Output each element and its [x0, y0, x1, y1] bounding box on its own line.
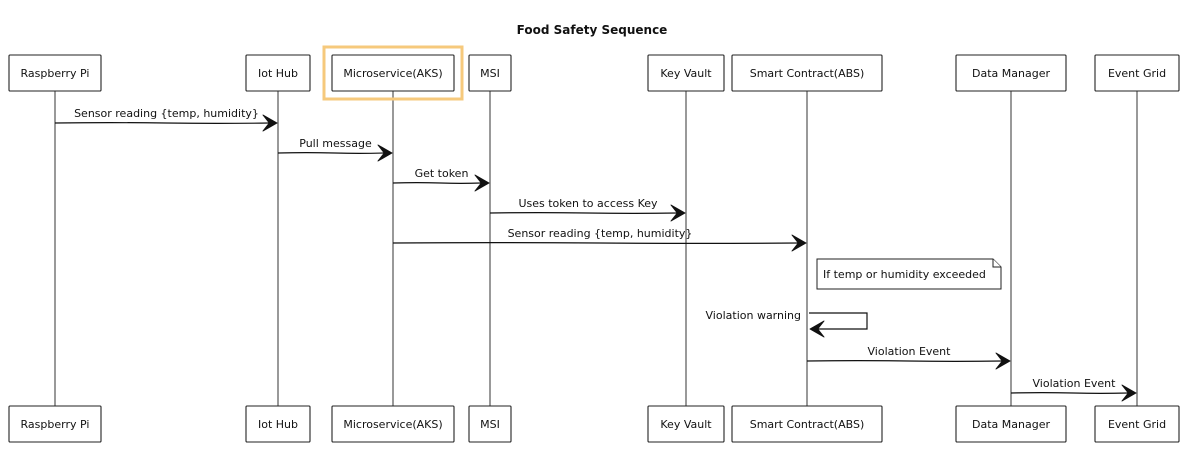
- message: Violation Event: [806, 345, 1011, 370]
- participant-msi-top: MSI: [468, 54, 512, 92]
- participant-label: Iot Hub: [258, 418, 298, 431]
- participant-dm-bottom: Data Manager: [955, 405, 1067, 443]
- participant-box: [955, 54, 1067, 92]
- note-fold: [992, 259, 1001, 268]
- note-box: [816, 258, 1002, 290]
- arrowhead: [262, 114, 278, 132]
- participant-label: Smart Contract(ABS): [750, 418, 865, 431]
- message: Violation warning: [706, 309, 868, 338]
- note: If temp or humidity exceeded: [816, 258, 1002, 290]
- participant-label: Microservice(AKS): [343, 67, 442, 80]
- participant-dm-top: Data Manager: [955, 54, 1067, 92]
- participant-sc-bottom: Smart Contract(ABS): [731, 405, 883, 443]
- participant-box: [8, 405, 102, 443]
- participant-box: [731, 405, 883, 443]
- message-line: [392, 241, 799, 245]
- message-line: [809, 312, 868, 330]
- participant-label: Data Manager: [972, 67, 1050, 80]
- participant-box: [468, 405, 512, 443]
- participant-rpi-bottom: Raspberry Pi: [8, 405, 102, 443]
- message: Pull message: [277, 137, 393, 162]
- participant-eg-bottom: Event Grid: [1094, 405, 1180, 443]
- message-line: [1010, 391, 1129, 395]
- participant-label: Smart Contract(ABS): [750, 67, 865, 80]
- participant-label: Raspberry Pi: [21, 67, 90, 80]
- message: Uses token to access Key: [489, 197, 686, 222]
- participant-box: [731, 54, 883, 92]
- participant-label: Microservice(AKS): [343, 418, 442, 431]
- message: Violation Event: [1010, 377, 1137, 402]
- message-line: [489, 211, 678, 215]
- arrowhead: [377, 144, 393, 162]
- participant-micro-top: Microservice(AKS): [331, 54, 455, 92]
- participant-label: MSI: [480, 418, 500, 431]
- participant-msi-bottom: MSI: [468, 405, 512, 443]
- message-line: [54, 121, 270, 125]
- arrowhead: [1121, 384, 1137, 402]
- arrowhead: [670, 204, 686, 222]
- participant-label: Key Vault: [660, 67, 712, 80]
- participant-box: [245, 405, 311, 443]
- participant-label: MSI: [480, 67, 500, 80]
- participant-box: [245, 54, 311, 92]
- participant-box: [955, 405, 1067, 443]
- message: Sensor reading {temp, humidity}: [392, 227, 807, 252]
- participant-box: [647, 54, 725, 92]
- arrowhead: [995, 352, 1011, 370]
- message: Sensor reading {temp, humidity}: [54, 107, 278, 132]
- participant-iothub-top: Iot Hub: [245, 54, 311, 92]
- message-line: [392, 181, 482, 185]
- participant-eg-top: Event Grid: [1094, 54, 1180, 92]
- participant-label: Data Manager: [972, 418, 1050, 431]
- participant-box: [647, 405, 725, 443]
- participant-sc-top: Smart Contract(ABS): [731, 54, 883, 92]
- message: Get token: [392, 167, 490, 192]
- diagram-title: Food Safety Sequence: [517, 23, 668, 37]
- highlight-frame: [322, 45, 464, 101]
- participant-label: Event Grid: [1108, 418, 1166, 431]
- participant-label: Iot Hub: [258, 67, 298, 80]
- participant-box: [8, 54, 102, 92]
- participant-kv-bottom: Key Vault: [647, 405, 725, 443]
- note-label: If temp or humidity exceeded: [823, 268, 986, 281]
- participant-label: Raspberry Pi: [21, 418, 90, 431]
- message-line: [277, 151, 385, 155]
- message-label: Pull message: [299, 137, 372, 150]
- message-label: Sensor reading {temp, humidity}: [74, 107, 259, 120]
- message-label: Uses token to access Key: [518, 197, 658, 210]
- arrowhead: [791, 234, 807, 252]
- participant-kv-top: Key Vault: [647, 54, 725, 92]
- participant-iothub-bottom: Iot Hub: [245, 405, 311, 443]
- arrowhead: [809, 320, 825, 338]
- message-label: Violation Event: [1033, 377, 1117, 390]
- participant-micro-bottom: Microservice(AKS): [331, 405, 455, 443]
- participant-box: [1094, 54, 1180, 92]
- participant-box: [1094, 405, 1180, 443]
- message-label: Get token: [415, 167, 469, 180]
- participant-label: Event Grid: [1108, 67, 1166, 80]
- message-line: [806, 359, 1003, 363]
- participant-label: Key Vault: [660, 418, 712, 431]
- message-label: Sensor reading {temp, humidity}: [508, 227, 693, 240]
- message-label: Violation Event: [868, 345, 952, 358]
- participant-rpi-top: Raspberry Pi: [8, 54, 102, 92]
- participant-box: [468, 54, 512, 92]
- arrowhead: [474, 174, 490, 192]
- message-label: Violation warning: [706, 309, 801, 322]
- participant-box: [331, 405, 455, 443]
- participant-box: [331, 54, 455, 92]
